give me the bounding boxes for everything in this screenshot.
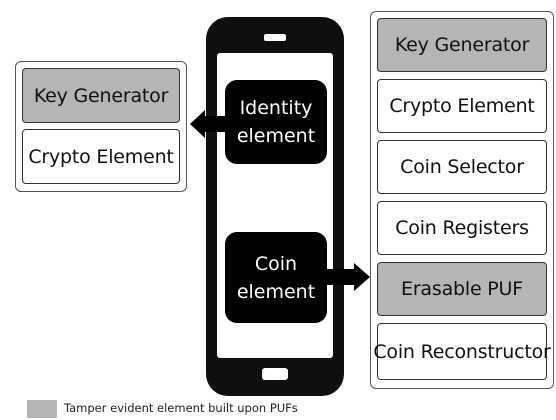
- identity-element-line1: Identity: [239, 97, 313, 119]
- right-key-generator-box: Key Generator: [377, 18, 547, 72]
- right-coin-registers-box: Coin Registers: [377, 201, 547, 255]
- phone-speaker: [264, 34, 286, 41]
- left-key-generator-box: Key Generator: [22, 68, 180, 123]
- right-coin-selector-label: Coin Selector: [400, 156, 524, 178]
- left-crypto-element-box: Crypto Element: [22, 129, 180, 184]
- legend-label: Tamper evident element built upon PUFs: [64, 401, 298, 415]
- right-crypto-element-box: Crypto Element: [377, 79, 547, 133]
- coin-element-chip: Coin element: [225, 232, 327, 323]
- right-coin-reconstructor-box: Coin Reconstructor: [373, 323, 551, 380]
- left-crypto-element-label: Crypto Element: [28, 145, 174, 168]
- left-key-generator-label: Key Generator: [33, 84, 169, 107]
- identity-element-line2: element: [236, 125, 316, 147]
- legend-swatch: [27, 400, 57, 418]
- arrow-right-to-coin-contents: [324, 263, 370, 291]
- right-coin-selector-box: Coin Selector: [377, 140, 547, 194]
- arrow-left-to-identity-contents: [190, 110, 228, 138]
- identity-element-chip: Identity element: [225, 80, 327, 164]
- right-key-generator-label: Key Generator: [394, 34, 530, 56]
- coin-element-line2: element: [236, 280, 316, 303]
- coin-element-contents: Key Generator Crypto Element Coin Select…: [370, 11, 554, 389]
- right-coin-reconstructor-label: Coin Reconstructor: [373, 340, 551, 363]
- right-crypto-element-label: Crypto Element: [389, 95, 535, 117]
- coin-element-line1: Coin: [254, 252, 298, 275]
- right-coin-registers-label: Coin Registers: [395, 217, 529, 239]
- right-erasable-puf-label: Erasable PUF: [401, 278, 523, 300]
- right-erasable-puf-box: Erasable PUF: [377, 262, 547, 316]
- identity-element-contents: Key Generator Crypto Element: [15, 61, 187, 192]
- phone-home-button: [262, 368, 288, 380]
